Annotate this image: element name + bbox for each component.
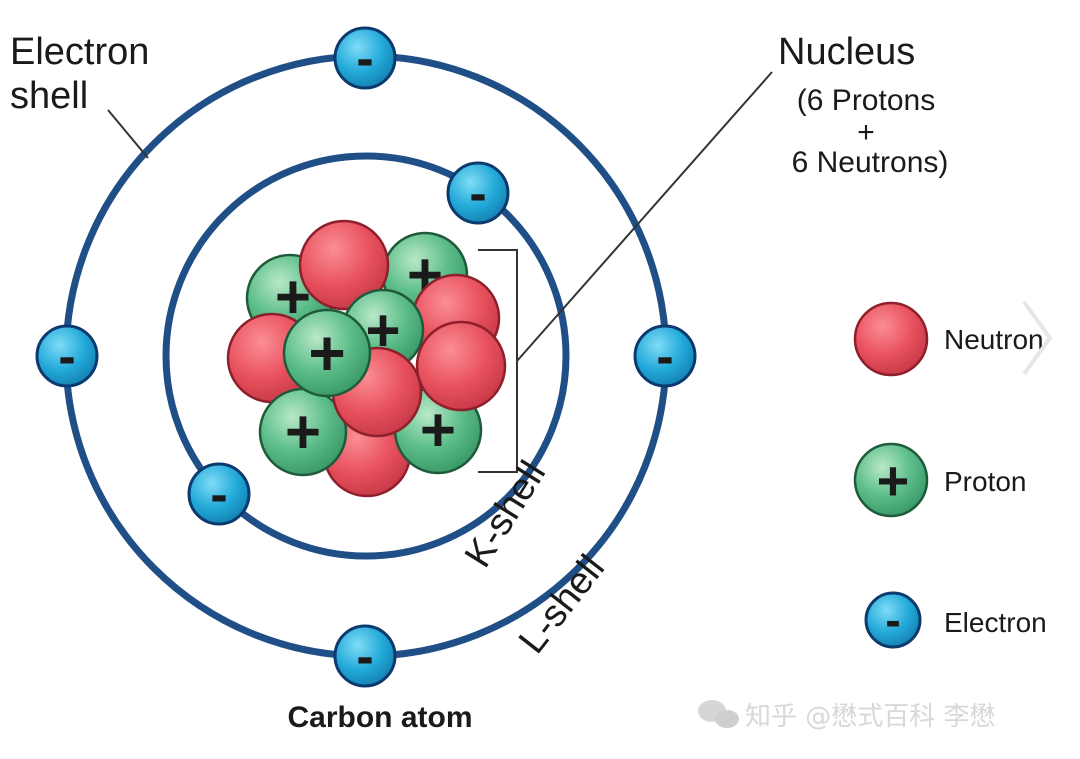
electron-shell-leader-line bbox=[107, 109, 149, 159]
nucleus-proton: + bbox=[258, 387, 348, 477]
legend-proton-swatch bbox=[853, 442, 929, 518]
caption: Carbon atom bbox=[287, 701, 472, 734]
nucleus-neutron bbox=[298, 219, 390, 311]
nucleus-proton: + bbox=[282, 308, 372, 398]
svg-text:-: - bbox=[885, 594, 900, 646]
electron-shell-label-line2: shell bbox=[10, 75, 88, 117]
svg-text:-: - bbox=[469, 165, 486, 223]
nucleus: + + + + + bbox=[226, 219, 507, 498]
legend-neutron-label: Neutron bbox=[944, 324, 1044, 355]
wechat-icon bbox=[698, 700, 739, 728]
legend-electron-label: Electron bbox=[944, 607, 1047, 638]
electron: - bbox=[633, 324, 697, 388]
chevron-right-icon[interactable] bbox=[1022, 300, 1053, 376]
legend-electron-swatch bbox=[864, 591, 922, 649]
k-shell-orbit bbox=[162, 152, 570, 560]
watermark: 知乎 @懋式百科 李懋 bbox=[698, 700, 996, 732]
legend: Neutron + Proton - Electron bbox=[853, 301, 1047, 649]
nucleus-plus-label: + bbox=[857, 116, 875, 149]
nucleus-neutrons-label: 6 Neutrons) bbox=[792, 146, 949, 179]
nucleus-leader-line bbox=[516, 71, 773, 362]
svg-text:+: + bbox=[877, 449, 910, 512]
svg-text:-: - bbox=[356, 30, 373, 88]
nucleus-protons-label: (6 Protons bbox=[797, 84, 935, 117]
legend-proton-label: Proton bbox=[944, 466, 1027, 497]
electron: - bbox=[333, 26, 397, 90]
svg-text:-: - bbox=[356, 628, 373, 686]
watermark-text: 知乎 @懋式百科 李懋 bbox=[745, 702, 996, 732]
electron: - bbox=[35, 324, 99, 388]
electron-shell-label: Electron bbox=[10, 31, 149, 73]
legend-neutron-swatch bbox=[853, 301, 929, 377]
nucleus-neutron bbox=[415, 320, 507, 412]
svg-text:-: - bbox=[656, 328, 673, 386]
nucleus-label: Nucleus bbox=[778, 31, 915, 73]
svg-text:-: - bbox=[58, 328, 75, 386]
svg-text:+: + bbox=[308, 317, 345, 389]
electron: - bbox=[333, 624, 397, 688]
legend-item-electron: - Electron bbox=[864, 591, 1047, 649]
electron: - bbox=[446, 161, 510, 225]
legend-item-proton: + Proton bbox=[853, 442, 1027, 518]
l-shell-label: L-shell bbox=[511, 547, 613, 661]
legend-item-neutron: Neutron bbox=[853, 301, 1044, 377]
electron: - bbox=[187, 462, 251, 526]
svg-text:+: + bbox=[285, 398, 321, 467]
svg-text:-: - bbox=[210, 466, 227, 524]
